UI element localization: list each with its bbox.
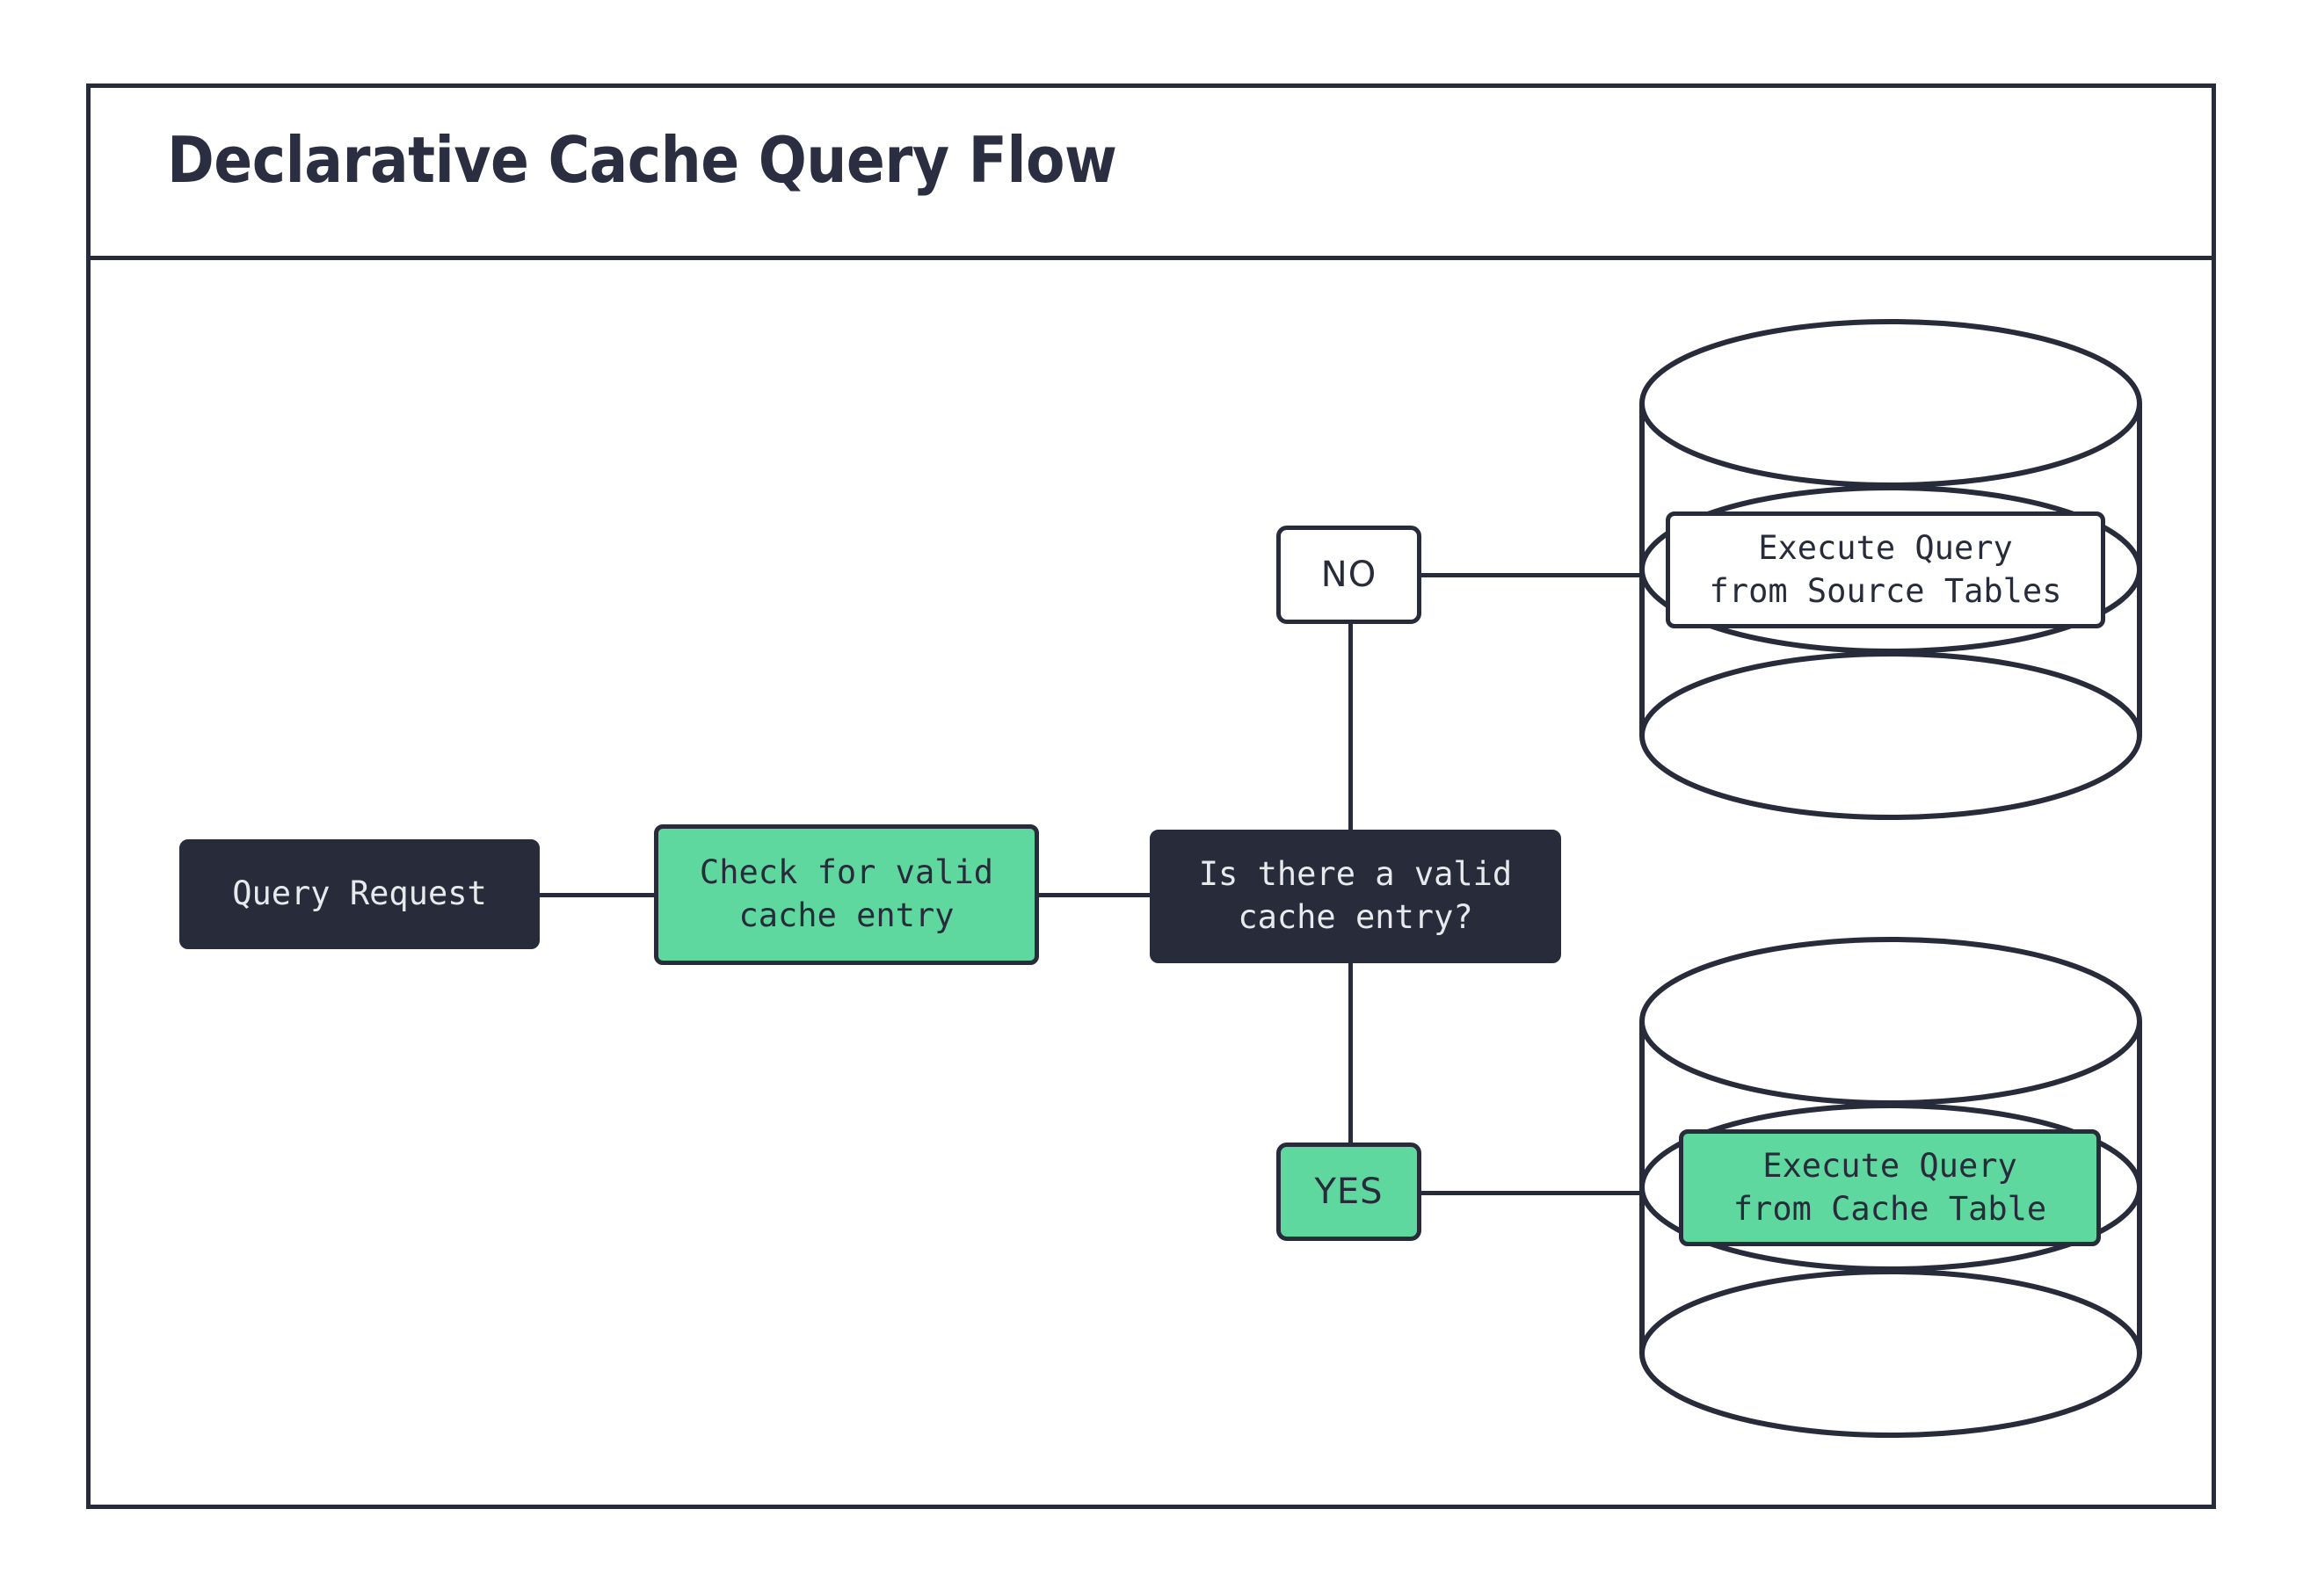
connector-no-to-source-tables	[1421, 573, 1641, 577]
branch-label-no[interactable]: NO	[1276, 526, 1421, 624]
node-decision-valid-cache[interactable]: Is there a valid cache entry?	[1150, 830, 1561, 963]
connector-yes-to-cache-table	[1421, 1191, 1641, 1195]
diagram-frame	[86, 83, 2216, 1509]
database-cylinder-source-icon	[1639, 319, 2142, 820]
database-cylinder-cache-table[interactable]: Execute Query from Cache Table	[1639, 937, 2142, 1438]
node-check-cache[interactable]: Check for valid cache entry	[654, 824, 1039, 965]
node-cache-table-label-box[interactable]: Execute Query from Cache Table	[1679, 1129, 2101, 1246]
branch-label-yes-text: YES	[1314, 1172, 1384, 1212]
node-check-cache-label: Check for valid cache entry	[699, 853, 994, 934]
connector-no-branch-vertical	[1348, 620, 1353, 834]
node-decision-valid-cache-label: Is there a valid cache entry?	[1198, 855, 1513, 936]
node-cache-table-label: Execute Query from Cache Table	[1733, 1146, 2047, 1228]
connector-check-to-decision	[1037, 893, 1152, 897]
node-query-request[interactable]: Query Request	[179, 839, 540, 949]
branch-label-no-text: NO	[1320, 555, 1377, 595]
connector-request-to-check	[538, 893, 654, 897]
connector-yes-branch-vertical	[1348, 961, 1353, 1148]
node-query-request-label: Query Request	[232, 874, 487, 913]
node-source-tables-label-box[interactable]: Execute Query from Source Tables	[1666, 511, 2105, 628]
page-title: Declarative Cache Query Flow	[167, 123, 1117, 197]
node-source-tables-label: Execute Query from Source Tables	[1709, 528, 2062, 610]
diagram-header	[86, 83, 2216, 260]
database-cylinder-source-tables[interactable]: Execute Query from Source Tables	[1639, 319, 2142, 820]
branch-label-yes[interactable]: YES	[1276, 1143, 1421, 1241]
